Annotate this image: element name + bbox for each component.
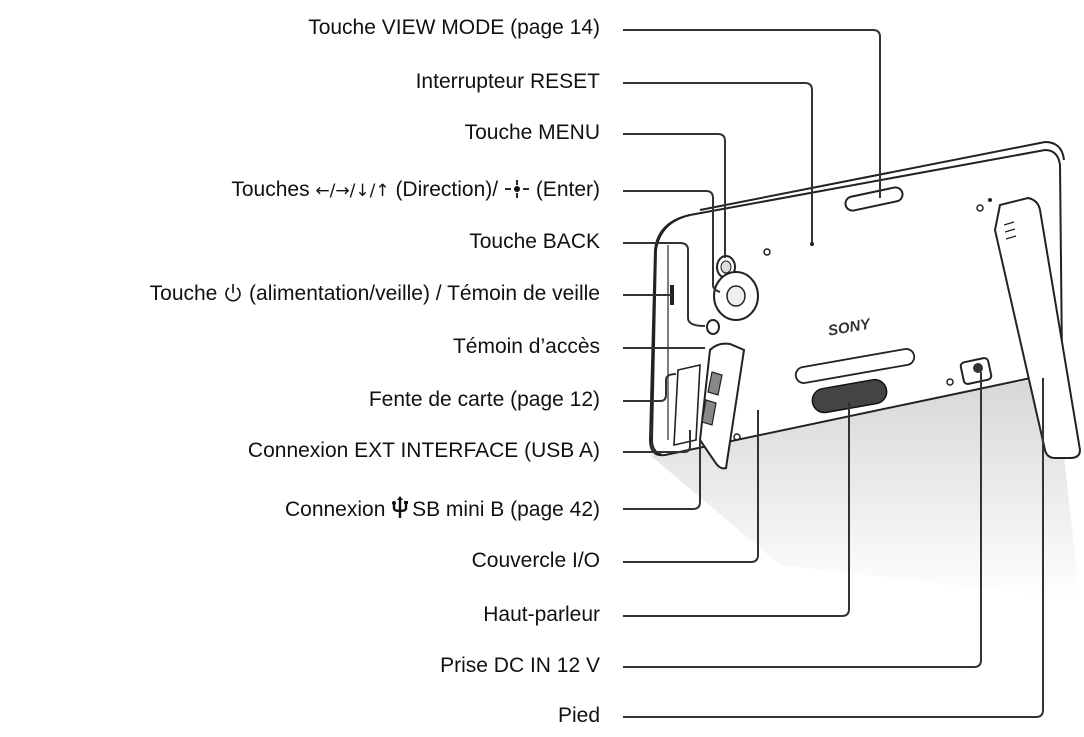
enter-button [726, 285, 746, 307]
leader-menu [623, 133, 726, 258]
label-ext-interface: Connexion EXT INTERFACE (USB A) [247, 439, 600, 462]
label-speaker: Haut-parleur [483, 603, 600, 626]
label-power-suffix: (alimentation/veille) / Témoin de veille [249, 282, 600, 305]
label-stand: Pied [557, 704, 600, 727]
screw-hole [763, 248, 771, 256]
view-mode-slot [844, 186, 904, 212]
label-direction-enter: (Enter) [535, 178, 600, 201]
screw-hole [946, 378, 954, 386]
leader-usb [623, 440, 701, 510]
leader-direction [623, 190, 721, 293]
label-power: Touche (alimentation/veille) / Témoin de… [150, 282, 600, 306]
label-access: Témoin d’accès [452, 335, 600, 358]
label-back: Touche BACK [469, 230, 600, 253]
label-direction-prefix: Touches [231, 178, 310, 201]
speaker-slot [794, 348, 916, 384]
leader-card-slot [623, 373, 677, 402]
leader-dc-in [623, 372, 982, 668]
screw-hole [988, 198, 992, 202]
label-view-mode: Touche VIEW MODE (page 14) [308, 16, 600, 39]
label-usb-prefix: Connexion [284, 498, 386, 521]
back-button [706, 319, 720, 335]
label-io-cover: Couvercle I/O [471, 549, 600, 572]
label-menu: Touche MENU [464, 121, 600, 144]
label-power-prefix: Touche [149, 282, 218, 305]
io-ports-frame [673, 363, 701, 447]
menu-button-inner [720, 260, 732, 274]
leader-back [623, 242, 706, 327]
leader-stand [623, 378, 1044, 718]
leader-reset [623, 82, 813, 243]
label-direction-mid: (Direction)/ [395, 178, 499, 201]
io-cover-ports [701, 371, 723, 426]
leader-io-cover [623, 410, 759, 563]
label-direction: Touches ←/→/↓/↑ (Direction)/ (Enter) [231, 178, 600, 203]
label-reset: Interrupteur RESET [415, 70, 600, 93]
frame-top-edge [699, 140, 1065, 211]
stand-grip [1003, 221, 1017, 240]
arrow-icons: ←/→/↓/↑ [315, 181, 390, 201]
usb-icon [392, 496, 409, 518]
label-dc-in: Prise DC IN 12 V [440, 654, 600, 677]
leader-speaker [623, 402, 850, 617]
screw-hole [976, 204, 984, 212]
power-icon [225, 284, 241, 302]
stand [993, 196, 1082, 459]
label-usb-suffix: SB mini B (page 42) [412, 498, 600, 521]
leader-ext-interface [623, 430, 691, 453]
screw-hole [733, 433, 741, 441]
enter-icon [504, 180, 529, 198]
label-card-slot: Fente de carte (page 12) [368, 388, 600, 411]
leader-lines [623, 29, 1044, 718]
dc-in-hole [973, 363, 983, 373]
leader-view-mode [623, 29, 881, 198]
label-usb: Connexion SB mini B (page 42) [285, 496, 600, 522]
speaker-grille [811, 378, 888, 414]
